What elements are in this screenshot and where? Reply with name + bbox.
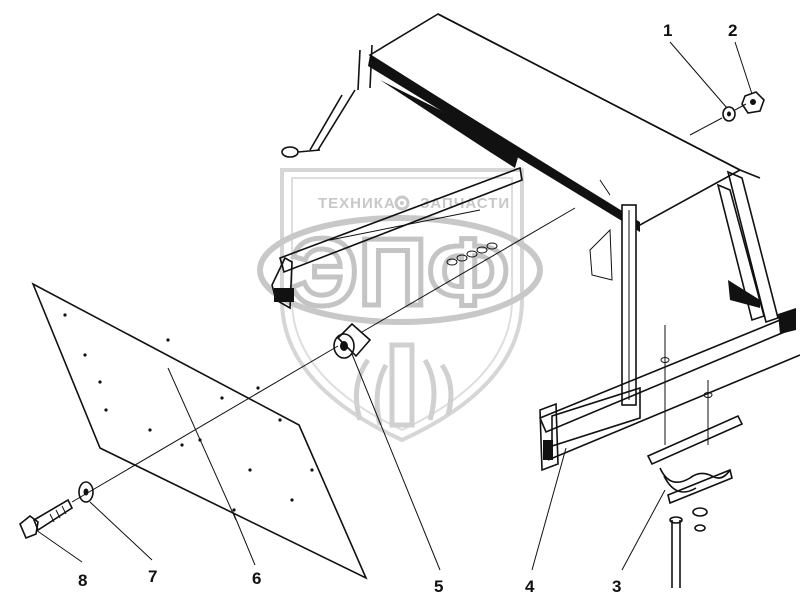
wheat-icon (353, 342, 454, 428)
callout-8: 8 (78, 571, 87, 590)
part-8-bolt (19, 498, 74, 540)
part-1-washer (722, 106, 736, 122)
part-6-panel (31, 282, 368, 580)
callout-5: 5 (434, 577, 443, 595)
watermark-brand-left: ТЕХНИКА (318, 195, 396, 212)
chain-links (446, 242, 498, 266)
part-2-nut (741, 91, 765, 114)
callout-7: 7 (148, 567, 157, 586)
part-5-bushing (333, 322, 372, 359)
assembly-axis-lines (71, 103, 747, 503)
callout-2: 2 (728, 21, 737, 40)
leader-lines (35, 41, 753, 571)
callout-1: 1 (663, 21, 672, 40)
callout-3: 3 (612, 577, 621, 595)
callout-4: 4 (525, 577, 535, 595)
callout-labels: 1 2 3 4 5 6 7 8 (78, 21, 737, 595)
part-4-frame (271, 13, 800, 472)
callout-6: 6 (252, 569, 261, 588)
part-7-washer (78, 481, 94, 503)
watermark-brand-right: ЗАПЧАСТИ (420, 195, 510, 212)
gear-icon (394, 195, 410, 211)
part-3-clamp (646, 325, 744, 588)
watermark-logo: ТЕХНИКА ЗАПЧАСТИ ЭПФ (257, 168, 543, 443)
